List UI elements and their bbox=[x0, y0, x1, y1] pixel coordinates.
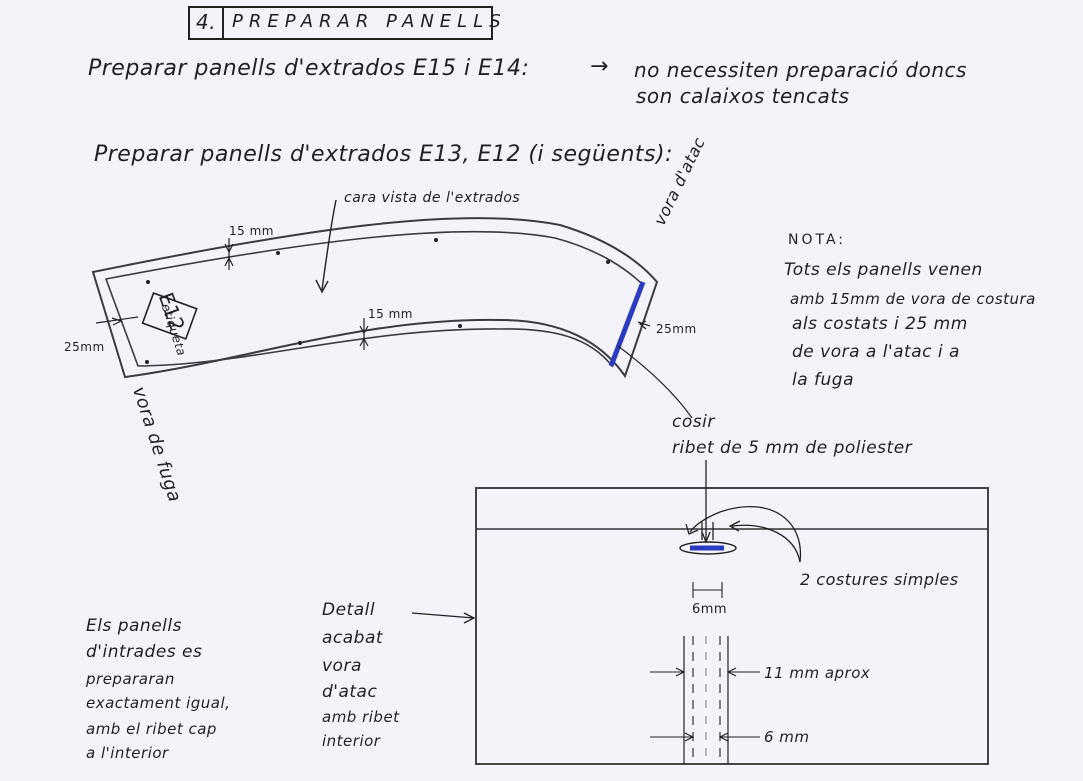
note-line-4: de vora a l'atac i a bbox=[792, 342, 960, 362]
note-line-3: als costats i 25 mm bbox=[792, 314, 968, 334]
dim-6mm-top: 6mm bbox=[692, 602, 728, 617]
note-line-2: amb 15mm de vora de costura bbox=[790, 290, 1036, 308]
margin-left-label: 25mm bbox=[64, 340, 105, 354]
margin-top-label: 15 mm bbox=[229, 224, 274, 238]
detail-line-2: acabat bbox=[322, 628, 384, 648]
intrados-line-1: Els panells bbox=[86, 616, 182, 636]
line1-result-2: son calaixos tencats bbox=[636, 84, 850, 108]
detail-line-4: d'atac bbox=[322, 682, 378, 702]
sew-line-1: cosir bbox=[672, 412, 715, 432]
intrados-line-2: d'intrades es bbox=[86, 642, 203, 662]
dim-6mm-bottom: 6 mm bbox=[764, 728, 810, 746]
section-title-box bbox=[188, 6, 493, 40]
line1-text: Preparar panells d'extrados E15 i E14: bbox=[88, 56, 530, 81]
detail-line-5: amb ribet bbox=[322, 708, 400, 726]
margin-right-label: 25mm bbox=[656, 322, 697, 336]
intrados-line-3: prepararan bbox=[86, 670, 175, 688]
intrados-line-4: exactament igual, bbox=[86, 694, 231, 712]
intrados-line-6: a l'interior bbox=[86, 744, 169, 762]
intrados-line-5: amb el ribet cap bbox=[86, 720, 217, 738]
section-title: PREPARAR PANELLS bbox=[232, 11, 507, 32]
stitches-label: 2 costures simples bbox=[800, 570, 959, 589]
note-line-1: Tots els panells venen bbox=[784, 260, 983, 280]
section-title-divider bbox=[222, 6, 224, 40]
note-title: NOTA: bbox=[788, 232, 847, 248]
line2-text: Preparar panells d'extrados E13, E12 (i … bbox=[94, 142, 673, 167]
face-label: cara vista de l'extrados bbox=[344, 190, 521, 206]
line1-arrow: → bbox=[590, 54, 609, 79]
detail-line-1: Detall bbox=[322, 600, 376, 620]
detail-line-6: interior bbox=[322, 732, 381, 750]
margin-bottom-label: 15 mm bbox=[368, 307, 413, 321]
detail-line-3: vora bbox=[322, 656, 362, 676]
note-line-5: la fuga bbox=[792, 370, 855, 390]
line1-result-1: no necessiten preparació doncs bbox=[634, 58, 967, 82]
dim-11mm: 11 mm aprox bbox=[764, 664, 871, 682]
section-number: 4. bbox=[196, 10, 217, 34]
sew-line-2: ribet de 5 mm de poliester bbox=[672, 438, 913, 458]
